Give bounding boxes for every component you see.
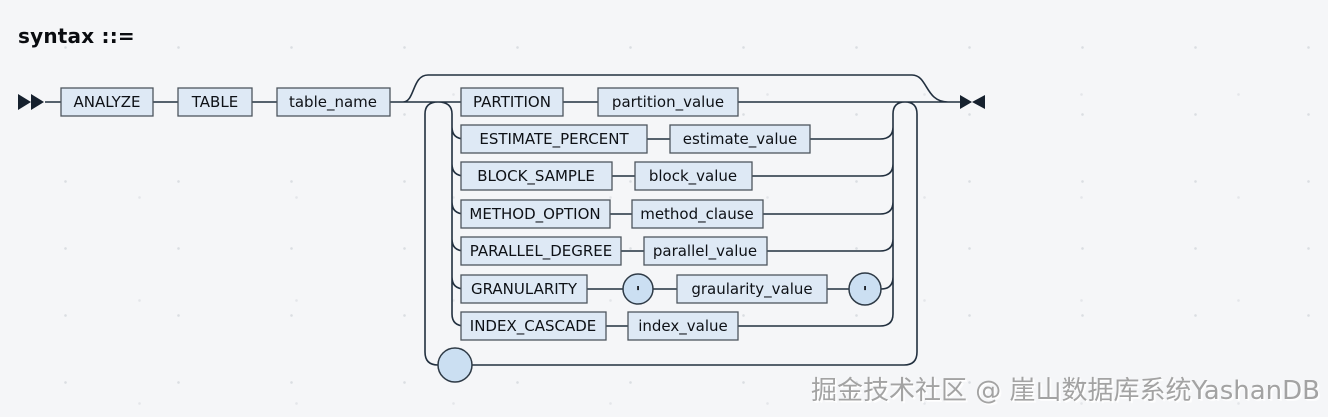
node-estimate-value-label: estimate_value (683, 130, 797, 149)
start-arrows-icon (18, 94, 44, 110)
node-quote-open: ' (622, 273, 654, 305)
node-block-sample-label: BLOCK_SAMPLE (477, 167, 595, 186)
node-granularity-box (460, 274, 588, 304)
quote-close-label: ' (863, 283, 868, 301)
node-table-name-box (276, 87, 391, 117)
node-partition-value: partition_value (597, 87, 739, 117)
node-method-option-label: METHOD_OPTION (469, 205, 600, 224)
node-parallel-degree-box (460, 236, 622, 266)
node-block-value: block_value (634, 161, 753, 191)
node-table-name: table_name (276, 87, 391, 117)
node-partition-label: PARTITION (473, 93, 551, 111)
node-estimate-percent-box (460, 124, 648, 154)
node-analyze-label: ANALYZE (73, 93, 140, 111)
node-parallel-value: parallel_value (643, 236, 768, 266)
node-estimate-percent: ESTIMATE_PERCENT (460, 124, 648, 154)
node-table-name-label: table_name (289, 93, 377, 112)
quote-open-label: ' (636, 283, 641, 301)
node-index-cascade-box (460, 311, 607, 341)
watermark: 掘金技术社区 @ 崖山数据库系统YashanDB (810, 376, 1320, 406)
node-method-clause-label: method_clause (640, 205, 754, 224)
node-graularity-value-label: graularity_value (691, 280, 812, 299)
node-parallel-value-label: parallel_value (653, 242, 757, 261)
node-table-label: TABLE (191, 93, 238, 111)
node-block-value-box (634, 161, 753, 191)
node-analyze: ANALYZE (60, 87, 154, 117)
node-method-clause: method_clause (631, 199, 764, 229)
node-method-option-box (460, 199, 611, 229)
node-partition-box (460, 87, 564, 117)
node-table: TABLE (177, 87, 253, 117)
node-analyze-box (60, 87, 154, 117)
node-estimate-value-box (669, 124, 811, 154)
node-partition-value-box (597, 87, 739, 117)
node-parallel-degree-label: PARALLEL_DEGREE (470, 242, 613, 261)
node-quote-close: ' (848, 272, 882, 306)
node-method-clause-box (631, 199, 764, 229)
node-partition: PARTITION (460, 87, 564, 117)
quote-close-circle (848, 272, 882, 306)
node-estimate-percent-label: ESTIMATE_PERCENT (479, 130, 629, 149)
node-graularity-value: graularity_value (676, 274, 828, 304)
quote-open-circle (622, 273, 654, 305)
node-block-sample: BLOCK_SAMPLE (460, 161, 613, 191)
loop-separator-circle (437, 347, 473, 383)
end-bowtie-icon (960, 95, 985, 109)
node-partition-value-label: partition_value (612, 93, 724, 112)
node-method-option: METHOD_OPTION (460, 199, 611, 229)
node-index-cascade: INDEX_CASCADE (460, 311, 607, 341)
node-block-sample-box (460, 161, 613, 191)
page-title: syntax ::= (18, 24, 135, 48)
node-block-value-label: block_value (649, 167, 737, 186)
node-graularity-value-box (676, 274, 828, 304)
node-index-value-box (627, 311, 739, 341)
node-parallel-value-box (643, 236, 768, 266)
node-table-box (177, 87, 253, 117)
node-index-cascade-label: INDEX_CASCADE (470, 317, 596, 336)
node-granularity: GRANULARITY (460, 274, 588, 304)
rail-lines (45, 74, 960, 366)
node-granularity-label: GRANULARITY (471, 280, 578, 298)
node-parallel-degree: PARALLEL_DEGREE (460, 236, 622, 266)
node-index-value-label: index_value (638, 317, 728, 336)
node-index-value: index_value (627, 311, 739, 341)
node-estimate-value: estimate_value (669, 124, 811, 154)
